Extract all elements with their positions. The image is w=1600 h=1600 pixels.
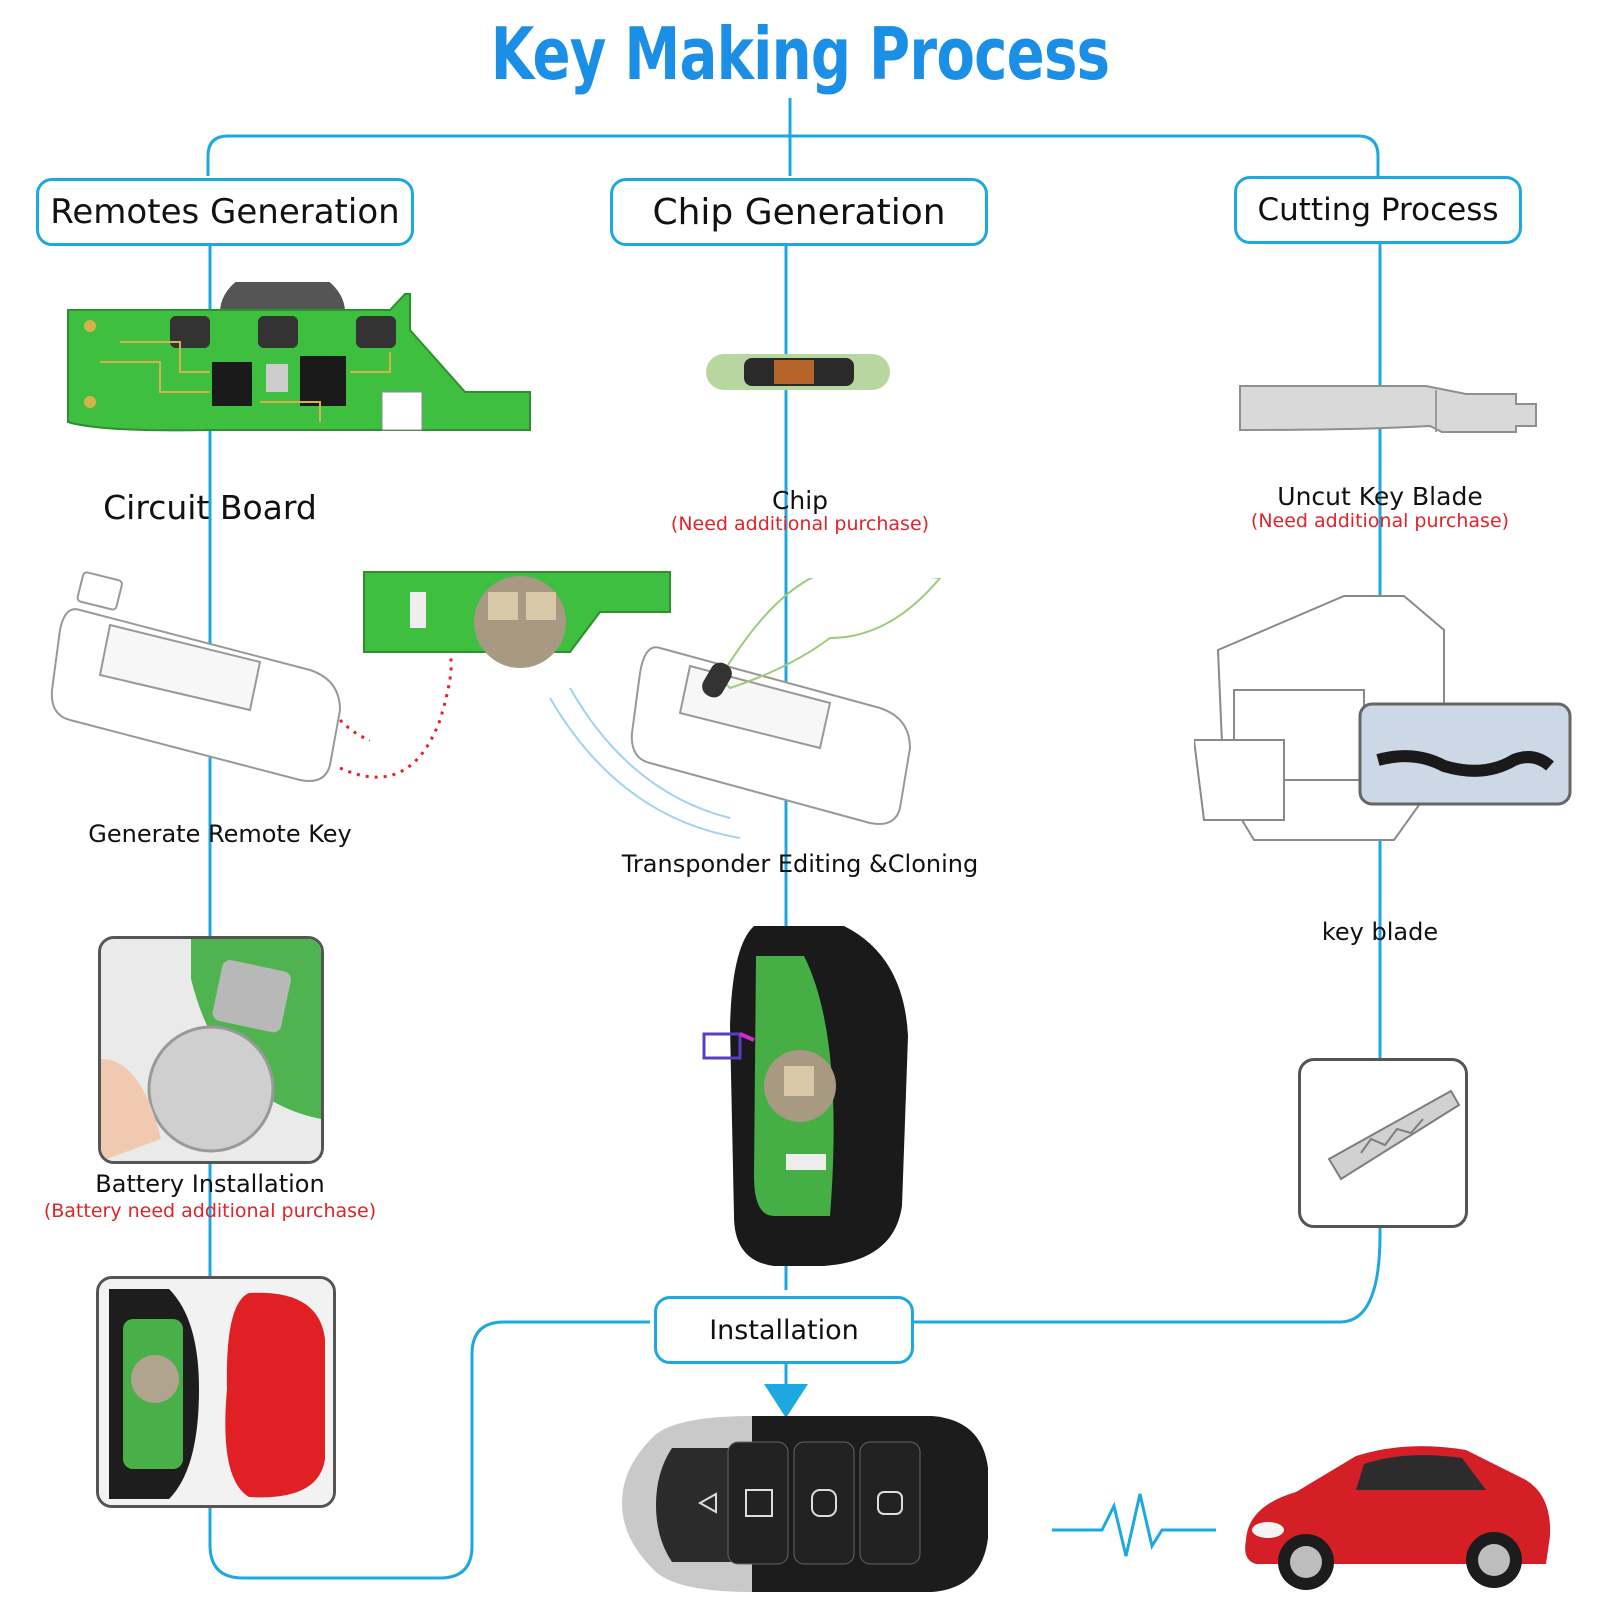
key-blade-label: key blade [1321,918,1439,946]
heartbeat-icon [1052,1493,1216,1557]
remote-shell-image [96,1276,336,1508]
chip-generation-header: Chip Generation [610,178,988,246]
key-cutting-machine-image [1194,595,1572,841]
page-title: Key Making Process [490,12,1110,96]
chip-image [706,354,890,390]
battery-installation-note: (Battery need additional purchase) [43,1200,377,1222]
generate-remote-key-label: Generate Remote Key [88,820,352,848]
uncut-key-blade-note: (Need additional purchase) [1250,510,1510,532]
connection-dotted-line [339,655,453,779]
cutting-process-header: Cutting Process [1234,176,1522,244]
chip-note: (Need additional purchase) [670,513,930,535]
circuit-board-image [67,282,531,432]
remotes-generation-header: Remotes Generation [36,178,414,246]
cut-key-blade-image [1298,1058,1468,1228]
key-programmer-image [50,571,370,782]
open-remote-image [702,926,908,1266]
battery-installation-label: Battery Installation [95,1170,325,1198]
car-image [1245,1446,1551,1590]
chip-label: Chip [771,486,829,515]
key-blade-image [1239,385,1537,433]
installation-box: Installation [654,1296,914,1364]
battery-image [98,936,324,1164]
uncut-key-blade-label: Uncut Key Blade [1277,482,1483,511]
transponder-editing-label: Transponder Editing &Cloning [621,850,979,878]
transponder-programmer-image [549,578,942,839]
circuit-board-image [363,571,671,668]
circuit-board-label: Circuit Board [103,488,317,527]
smart-key-image [622,1416,988,1592]
arrow-down-icon [764,1384,808,1418]
